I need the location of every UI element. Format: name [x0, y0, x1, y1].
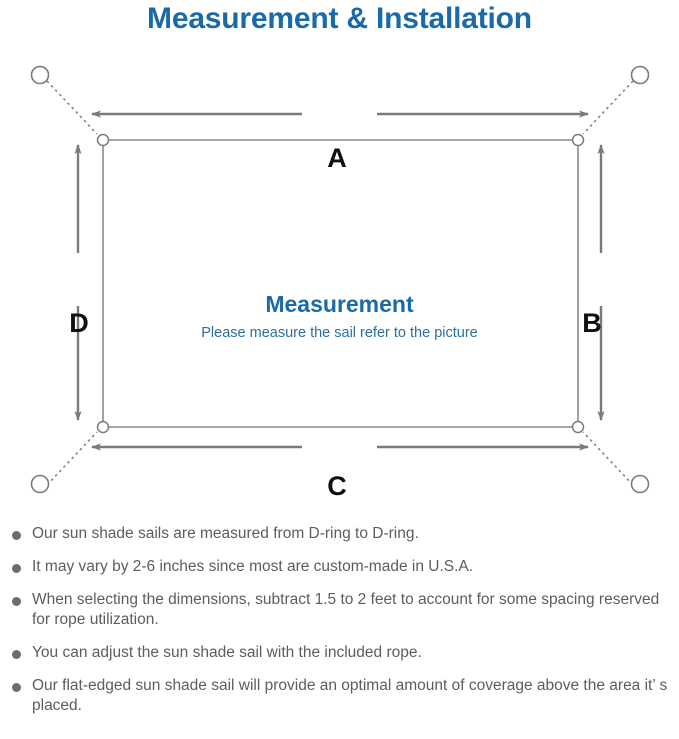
d-ring-top-left: [96, 133, 110, 147]
notes-list: Our sun shade sails are measured from D-…: [0, 524, 679, 729]
note-text: Our sun shade sails are measured from D-…: [32, 525, 419, 542]
rope-top-right: [582, 80, 634, 135]
d-ring-bottom-left: [96, 420, 110, 434]
diagram-svg: [30, 65, 650, 494]
anchor-bottom-left: [30, 474, 50, 494]
dimension-label-c: C: [327, 471, 347, 501]
list-item: When selecting the dimensions, subtract …: [0, 590, 679, 630]
page-title: Measurement & Installation: [147, 2, 532, 35]
dimension-label-a: A: [327, 143, 347, 173]
rope-top-left: [46, 80, 98, 135]
note-text: Our flat-edged sun shade sail will provi…: [32, 677, 668, 714]
bullet-icon: [12, 683, 21, 692]
bullet-icon: [12, 564, 21, 573]
anchor-top-right: [630, 65, 650, 85]
bullet-icon: [12, 650, 21, 659]
sail-subtitle: Please measure the sail refer to the pic…: [201, 325, 478, 341]
dimension-label-d: D: [69, 308, 89, 338]
rope-lines: [46, 80, 634, 486]
list-item: Our flat-edged sun shade sail will provi…: [0, 676, 679, 716]
note-text: You can adjust the sun shade sail with t…: [32, 644, 422, 661]
list-item: Our sun shade sails are measured from D-…: [0, 524, 679, 544]
bullet-icon: [12, 531, 21, 540]
anchor-ring-group: [30, 65, 650, 494]
bullet-icon: [12, 597, 21, 606]
sail-measurement-diagram: Measurement Please measure the sail refe…: [0, 48, 679, 518]
sail-rectangle: [102, 139, 579, 428]
anchor-bottom-right: [630, 474, 650, 494]
d-ring-group: [96, 133, 585, 434]
d-ring-bottom-right: [571, 420, 585, 434]
note-text: It may vary by 2-6 inches since most are…: [32, 558, 474, 575]
note-text: When selecting the dimensions, subtract …: [32, 591, 660, 628]
sail-title: Measurement: [265, 291, 414, 317]
rope-bottom-left: [46, 431, 98, 486]
list-item: It may vary by 2-6 inches since most are…: [0, 557, 679, 577]
d-ring-top-right: [571, 133, 585, 147]
rope-bottom-right: [582, 431, 634, 486]
anchor-top-left: [30, 65, 50, 85]
list-item: You can adjust the sun shade sail with t…: [0, 643, 679, 663]
dimension-label-b: B: [582, 308, 602, 338]
